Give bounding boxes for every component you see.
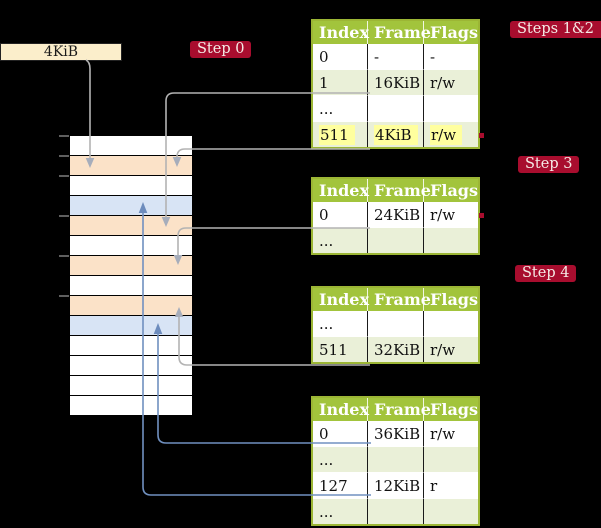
cell-flags: r/w — [424, 336, 478, 362]
col-header-flags: Flags — [424, 21, 478, 44]
cell-flags: r — [424, 472, 478, 498]
cell-frame — [368, 227, 424, 253]
cell-frame: 32KiB — [368, 336, 424, 362]
memory-row-5 — [70, 236, 192, 256]
memory-row-2 — [70, 176, 192, 196]
page-table-step-4-lower: Index Frame Flags 0 36KiB r/w ... 127 12… — [311, 396, 480, 526]
page-table-steps-1-2: Index Frame Flags 0 - - 1 16KiB r/w ... … — [311, 19, 480, 149]
cell-flags — [424, 227, 478, 253]
memory-row-0 — [70, 136, 192, 156]
cell-index: 1 — [313, 69, 368, 95]
memory-row-7 — [70, 276, 192, 296]
col-header-index: Index — [313, 288, 369, 311]
memory-tick-marks — [59, 135, 69, 297]
table-header-row: Index Frame Flags — [313, 21, 478, 44]
cell-index: 511 — [313, 336, 368, 362]
table-row: 0 - - — [313, 44, 478, 69]
col-header-index: Index — [313, 21, 369, 44]
page-table-step-3: Index Frame Flags 0 24KiB r/w ... — [311, 177, 480, 255]
table-row: 0 36KiB r/w — [313, 421, 478, 446]
table-row: ... — [313, 227, 478, 253]
cell-flags — [424, 498, 478, 524]
highlight: 511 — [319, 124, 355, 145]
cell-frame: 24KiB — [368, 202, 424, 227]
cell-index: ... — [313, 446, 368, 472]
col-header-frame: Frame — [368, 398, 431, 421]
cell-frame — [368, 498, 424, 524]
cell-index: ... — [313, 311, 368, 336]
col-header-flags: Flags — [424, 179, 478, 202]
table-row: ... — [313, 498, 478, 524]
highlight: 4KiB — [374, 124, 418, 145]
col-header-frame: Frame — [368, 179, 431, 202]
memory-row-6 — [70, 256, 192, 276]
memory-row-9 — [70, 316, 192, 336]
cell-flags: r/w — [424, 202, 478, 227]
col-header-flags: Flags — [424, 398, 478, 421]
col-header-index: Index — [313, 179, 369, 202]
cell-flags: r/w — [424, 69, 478, 95]
badge-steps-1-2: Steps 1&2 — [510, 21, 601, 38]
cell-flags — [424, 311, 478, 336]
col-header-frame: Frame — [368, 21, 431, 44]
frame-size-box: 4KiB — [0, 43, 122, 61]
cell-index: ... — [313, 227, 368, 253]
table-row: ... — [313, 311, 478, 336]
cell-index: ... — [313, 498, 368, 524]
cell-flags — [424, 95, 478, 121]
table-row: ... — [313, 446, 478, 472]
table-header-row: Index Frame Flags — [313, 179, 478, 202]
badge-step4: Step 4 — [515, 265, 577, 282]
cell-frame: 16KiB — [368, 69, 424, 95]
page-table-step-4-upper: Index Frame Flags ... 511 32KiB r/w — [311, 286, 480, 364]
cell-flags — [424, 446, 478, 472]
table-header-row: Index Frame Flags — [313, 288, 478, 311]
cell-frame — [368, 311, 424, 336]
table-row: 127 12KiB r — [313, 472, 478, 498]
cell-index: 127 — [313, 472, 368, 498]
frame-size-label: 4KiB — [43, 44, 79, 60]
memory-row-1 — [70, 156, 192, 176]
cell-index: 0 — [313, 421, 368, 446]
badge-step3: Step 3 — [518, 156, 580, 173]
cell-flags: r/w — [424, 421, 478, 446]
cell-frame: - — [368, 44, 424, 69]
cell-flags: - — [424, 44, 478, 69]
memory-column — [69, 135, 193, 416]
memory-row-8 — [70, 296, 192, 316]
cell-frame: 4KiB — [368, 121, 424, 147]
cell-index: 0 — [313, 202, 368, 227]
memory-row-12 — [70, 376, 192, 396]
table-row: 1 16KiB r/w — [313, 69, 478, 95]
memory-row-3 — [70, 196, 192, 216]
cell-index: 0 — [313, 44, 368, 69]
cell-frame: 36KiB — [368, 421, 424, 446]
table-row-highlighted: 511 4KiB r/w — [313, 121, 478, 147]
col-header-frame: Frame — [368, 288, 431, 311]
table-row: 511 32KiB r/w — [313, 336, 478, 362]
badge-step0: Step 0 — [190, 41, 252, 58]
highlight: r/w — [430, 124, 463, 145]
memory-row-4 — [70, 216, 192, 236]
table-row: ... — [313, 95, 478, 121]
table-header-row: Index Frame Flags — [313, 398, 478, 421]
arrow-entry511-to-4kib — [176, 148, 370, 158]
cell-index: 511 — [313, 121, 368, 147]
memory-row-13 — [70, 396, 192, 415]
cell-frame — [368, 446, 424, 472]
memory-row-10 — [70, 336, 192, 356]
memory-row-11 — [70, 356, 192, 376]
table-row: 0 24KiB r/w — [313, 202, 478, 227]
cell-frame: 12KiB — [368, 472, 424, 498]
col-header-flags: Flags — [424, 288, 478, 311]
cell-index: ... — [313, 95, 368, 121]
cell-frame — [368, 95, 424, 121]
col-header-index: Index — [313, 398, 369, 421]
cell-flags: r/w — [424, 121, 478, 147]
